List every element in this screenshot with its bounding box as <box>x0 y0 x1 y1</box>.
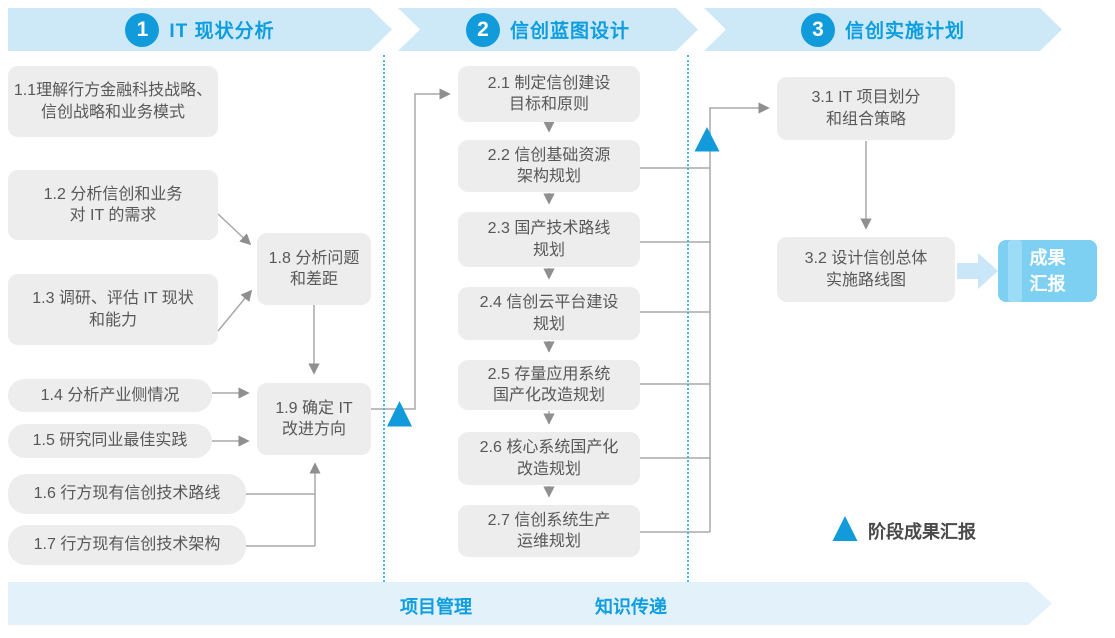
box-2-3: 2.3 国产技术路线 规划 <box>458 212 640 267</box>
bottom-ribbon <box>8 582 1052 625</box>
arrow-1-2-to-1-8 <box>217 213 252 246</box>
phase-title-3: 信创实施计划 <box>844 21 965 42</box>
box-1-1: 1.1理解行方金融科技战略、 信创战略和业务模式 <box>8 66 218 137</box>
phase-title-2: 信创蓝图设计 <box>509 21 630 42</box>
box-3-1: 3.1 IT 项目划分 和组合策略 <box>777 77 955 140</box>
phase-divider-line-2 <box>687 55 689 582</box>
box-1-3: 1.3 调研、评估 IT 现状 和能力 <box>8 274 218 345</box>
arrow-collector-to-3-1 <box>709 102 770 532</box>
phase-title-1: IT 现状分析 <box>169 21 275 42</box>
box-1-7: 1.7 行方现有信创技术架构 <box>8 525 246 565</box>
milestone-triangle-phase2-icon <box>694 127 720 152</box>
box-2-1: 2.1 制定信创建设 目标和原则 <box>458 66 640 122</box>
box-1-4: 1.4 分析产业侧情况 <box>8 379 212 412</box>
phase-number-badge-2: 2 <box>466 13 500 47</box>
box-1-5: 1.5 研究同业最佳实践 <box>8 424 212 458</box>
box-2-7: 2.7 信创系统生产 运维规划 <box>458 505 640 557</box>
box-2-4: 2.4 信创云平台建设 规划 <box>458 287 640 340</box>
legend-label: 阶段成果汇报 <box>868 522 976 542</box>
phase-divider-line-1 <box>383 55 385 582</box>
phase-number-badge-3: 3 <box>801 13 835 47</box>
phase-banner-2: 2 信创蓝图设计 <box>398 8 698 51</box>
result-box-stripe <box>1008 240 1022 302</box>
bottom-label-knowledge-transfer: 知识传递 <box>595 597 667 617</box>
arrow-1-3-to-1-8 <box>217 289 253 332</box>
box-1-2: 1.2 分析信创和业务 对 IT 的需求 <box>8 170 218 240</box>
box-1-9: 1.9 确定 IT 改进方向 <box>257 383 371 455</box>
box-3-2: 3.2 设计信创总体 实施路线图 <box>777 237 955 302</box>
phase-banner-3: 3 信创实施计划 <box>704 8 1062 51</box>
box-2-6: 2.6 核心系统国产化 改造规划 <box>458 432 640 485</box>
bottom-label-project-management: 项目管理 <box>400 597 472 617</box>
result-report-box: 成果 汇报 <box>998 240 1097 302</box>
box-1-6: 1.6 行方现有信创技术路线 <box>8 474 246 514</box>
phase-banner-1: 1 IT 现状分析 <box>8 8 392 51</box>
phase-number-badge-1: 1 <box>125 13 159 47</box>
legend-triangle-icon <box>832 516 858 541</box>
thick-arrow-to-result-icon <box>957 253 998 289</box>
box-2-5: 2.5 存量应用系统 国产化改造规划 <box>458 360 640 410</box>
milestone-triangle-phase1-icon <box>387 401 412 427</box>
result-report-label: 成果 汇报 <box>1029 247 1066 294</box>
box-2-2: 2.2 信创基础资源 架构规划 <box>458 140 640 192</box>
box-1-8: 1.8 分析问题 和差距 <box>257 233 371 305</box>
